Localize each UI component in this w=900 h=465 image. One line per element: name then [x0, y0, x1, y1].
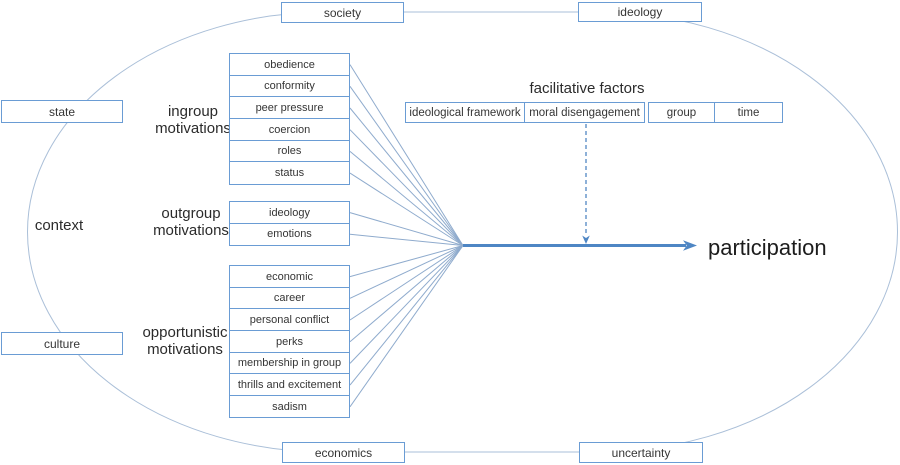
- ideology-context-box: ideology: [578, 2, 702, 22]
- motivation-box: membership in group: [229, 351, 350, 375]
- participation-arrowhead-icon: [683, 240, 697, 251]
- culture-label: culture: [43, 336, 81, 351]
- context-ellipse: [27, 11, 898, 453]
- motivation-connector-line: [349, 245, 464, 343]
- motivation-connector-line: [349, 107, 464, 246]
- motivation-box: conformity: [229, 74, 350, 98]
- motivation-connector-line: [349, 233, 464, 246]
- state-box: state: [1, 100, 123, 123]
- ideological-framework-box: ideological framework: [405, 102, 525, 123]
- motivation-connector-line: [349, 64, 464, 246]
- outgroup-motivations-label: outgroup motivations: [153, 205, 229, 239]
- motivation-box: thrills and excitement: [229, 373, 350, 397]
- dashed-arrowhead-icon: [582, 235, 590, 244]
- motivation-connector-line: [349, 86, 464, 246]
- motivation-connector-line: [349, 245, 464, 364]
- motivation-box: sadism: [229, 395, 350, 419]
- motivation-connector-line: [349, 245, 464, 386]
- motivation-box: personal conflict: [229, 308, 350, 332]
- opportunistic-motivations-label: opportunistic motivations: [142, 324, 228, 358]
- motivation-box: roles: [229, 139, 350, 163]
- motivation-connector-line: [349, 245, 464, 299]
- time-box: time: [714, 102, 783, 123]
- group-box: group: [648, 102, 715, 123]
- facilitative-factors-title: facilitative factors: [529, 80, 645, 97]
- motivation-box: ideology: [229, 201, 350, 225]
- motivation-connector-line: [349, 129, 464, 246]
- economics-label: economics: [314, 445, 373, 460]
- culture-box: culture: [1, 332, 123, 355]
- ingroup-motivations-label: ingroup motivations: [155, 103, 231, 137]
- motivation-connector-line: [349, 172, 464, 246]
- society-box: society: [281, 2, 404, 23]
- motivation-box: career: [229, 286, 350, 310]
- context-label: context: [34, 217, 84, 234]
- uncertainty-box: uncertainty: [579, 442, 703, 463]
- uncertainty-label: uncertainty: [611, 445, 671, 460]
- motivation-box: status: [229, 161, 350, 185]
- motivation-box: emotions: [229, 222, 350, 246]
- motivation-box: peer pressure: [229, 96, 350, 120]
- motivation-box: coercion: [229, 118, 350, 142]
- moral-disengagement-box: moral disengagement: [524, 102, 645, 123]
- motivation-box: perks: [229, 330, 350, 354]
- motivation-box: economic: [229, 265, 350, 289]
- society-label: society: [323, 5, 362, 20]
- motivation-connector-line: [349, 245, 464, 278]
- motivation-connector-line: [349, 245, 464, 321]
- economics-box: economics: [282, 442, 405, 463]
- motivation-connector-line: [349, 212, 464, 246]
- motivation-box: obedience: [229, 53, 350, 77]
- motivation-connector-lines: [349, 64, 464, 408]
- participation-label: participation: [708, 235, 827, 260]
- motivation-connector-line: [349, 245, 464, 408]
- state-label: state: [48, 104, 75, 119]
- motivation-connector-line: [349, 151, 464, 246]
- ideology-context-label: ideology: [617, 5, 663, 19]
